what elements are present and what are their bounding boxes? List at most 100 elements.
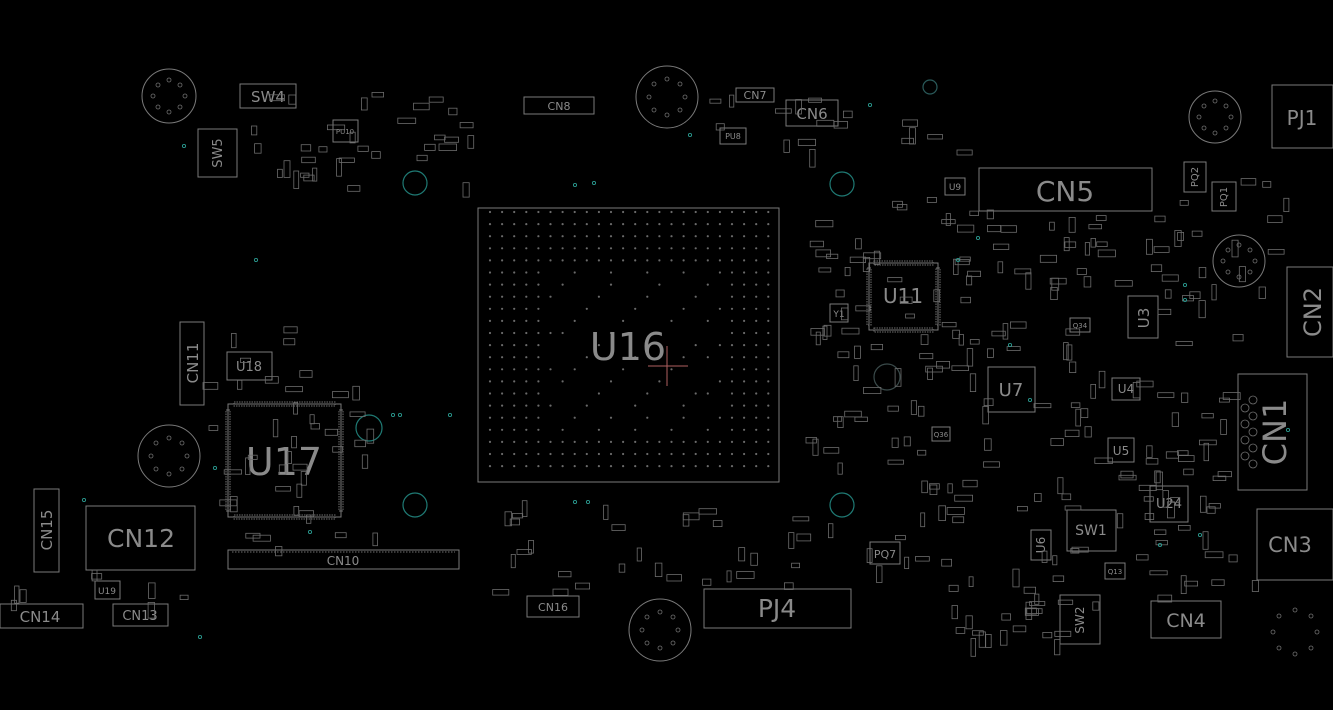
- sw5-switch[interactable]: SW5: [197, 128, 238, 178]
- bga-ball: [730, 331, 734, 335]
- passive-component: [1050, 287, 1058, 301]
- bga-ball: [730, 368, 734, 371]
- bga-ball: [561, 331, 564, 335]
- cn11-connector[interactable]: CN11: [179, 321, 205, 406]
- u4-chip[interactable]: U4: [1111, 377, 1141, 401]
- bga-ball: [767, 380, 770, 383]
- bga-ball: [767, 307, 770, 310]
- bga-ball: [513, 259, 516, 262]
- bga-ball: [561, 259, 564, 262]
- cn3-connector[interactable]: CN3: [1256, 508, 1333, 581]
- passive-component: [1238, 266, 1246, 283]
- bga-ball: [767, 428, 770, 431]
- u5-chip[interactable]: U5: [1107, 437, 1135, 463]
- u16-bga-chip[interactable]: U16: [477, 207, 780, 483]
- pj1-jack[interactable]: PJ1: [1271, 84, 1333, 149]
- passive-component: [1084, 242, 1091, 256]
- u24-chip[interactable]: U24: [1149, 485, 1189, 523]
- pj4-jack[interactable]: PJ4: [703, 588, 852, 629]
- bga-ball: [755, 307, 758, 310]
- passive-component: [822, 325, 828, 340]
- cn15-label: CN15: [38, 510, 56, 551]
- passive-component: [291, 435, 297, 449]
- cn7-connector[interactable]: CN7: [735, 87, 775, 103]
- passive-component: [349, 411, 366, 417]
- bga-ball: [561, 223, 564, 226]
- bga-ball: [658, 440, 661, 443]
- cn5-connector[interactable]: CN5: [978, 167, 1153, 212]
- passive-component: [991, 330, 1006, 337]
- cn6-connector[interactable]: CN6: [785, 99, 839, 127]
- bga-ball: [767, 416, 770, 419]
- passive-component: [954, 258, 970, 266]
- pq2-transistor[interactable]: PQ2: [1183, 161, 1207, 193]
- bga-ball: [549, 210, 552, 214]
- cn8-connector[interactable]: CN8: [523, 96, 595, 115]
- bga-ball: [743, 283, 746, 286]
- passive-component: [784, 582, 794, 590]
- passive-component: [245, 457, 251, 475]
- passive-component: [510, 554, 516, 569]
- passive-component: [953, 258, 959, 275]
- u17-qfp-chip[interactable]: U17: [225, 401, 344, 520]
- bga-ball: [561, 465, 564, 468]
- micro-via: [253, 257, 259, 263]
- bga-ball: [537, 307, 540, 310]
- bga-ball: [718, 247, 722, 250]
- bga-ball: [706, 223, 709, 226]
- bga-ball: [609, 271, 613, 274]
- bga-ball: [622, 440, 625, 443]
- u19-label: U19: [98, 587, 116, 597]
- cn4-connector[interactable]: CN4: [1150, 600, 1222, 639]
- u19-chip[interactable]: U19: [94, 580, 121, 600]
- pq1-transistor[interactable]: PQ1: [1211, 181, 1237, 212]
- micro-via: [1197, 532, 1203, 538]
- y1-crystal[interactable]: Y1: [829, 303, 849, 323]
- cn15-connector[interactable]: CN15: [33, 488, 60, 573]
- pq7-transistor[interactable]: PQ7: [869, 541, 901, 565]
- cn12-connector[interactable]: CN12: [85, 505, 196, 571]
- u9-chip[interactable]: U9: [944, 177, 966, 196]
- passive-component: [324, 428, 339, 436]
- passive-component: [292, 463, 308, 471]
- pu8-chip[interactable]: PU8: [719, 127, 747, 145]
- passive-component: [434, 134, 446, 141]
- passive-component: [1096, 241, 1108, 247]
- bga-ball: [658, 331, 661, 335]
- passive-component: [866, 548, 873, 564]
- micro-via: [1182, 297, 1188, 303]
- cn14-connector[interactable]: CN14: [0, 603, 84, 629]
- q13-transistor[interactable]: Q13: [1104, 562, 1126, 580]
- passive-component: [1024, 608, 1039, 616]
- u18-chip[interactable]: U18: [226, 351, 273, 381]
- cn10-connector[interactable]: CN10: [227, 549, 460, 570]
- cn16-connector[interactable]: CN16: [526, 595, 580, 618]
- sw2-switch[interactable]: SW2: [1059, 594, 1101, 645]
- bga-ball: [755, 404, 758, 407]
- sw1-switch[interactable]: SW1: [1066, 509, 1117, 552]
- passive-component: [1203, 442, 1209, 462]
- bga-ball: [525, 380, 528, 383]
- bga-ball: [585, 307, 588, 310]
- bga-ball: [513, 428, 516, 431]
- cn13-connector[interactable]: CN13: [112, 603, 169, 627]
- bga-ball: [585, 210, 588, 214]
- cn7-label: CN7: [744, 89, 767, 102]
- passive-component: [272, 419, 279, 438]
- sw2-label: SW2: [1073, 606, 1087, 633]
- cn2-connector[interactable]: CN2: [1286, 266, 1333, 358]
- passive-component: [1070, 402, 1081, 408]
- pu10-chip[interactable]: PU10: [332, 119, 359, 143]
- q36-transistor[interactable]: Q36: [931, 426, 951, 442]
- cn1-connector[interactable]: CN1: [1237, 373, 1308, 491]
- passive-component: [275, 546, 283, 557]
- u3-chip[interactable]: U3: [1127, 295, 1159, 339]
- passive-component: [1090, 237, 1096, 248]
- u7-chip[interactable]: U7: [987, 366, 1036, 413]
- sw4-switch[interactable]: SW4: [239, 83, 297, 109]
- passive-component: [1267, 215, 1283, 223]
- passive-component: [275, 486, 291, 492]
- u6-chip[interactable]: U6: [1030, 529, 1052, 561]
- u11-qfn-chip[interactable]: U11: [866, 260, 941, 333]
